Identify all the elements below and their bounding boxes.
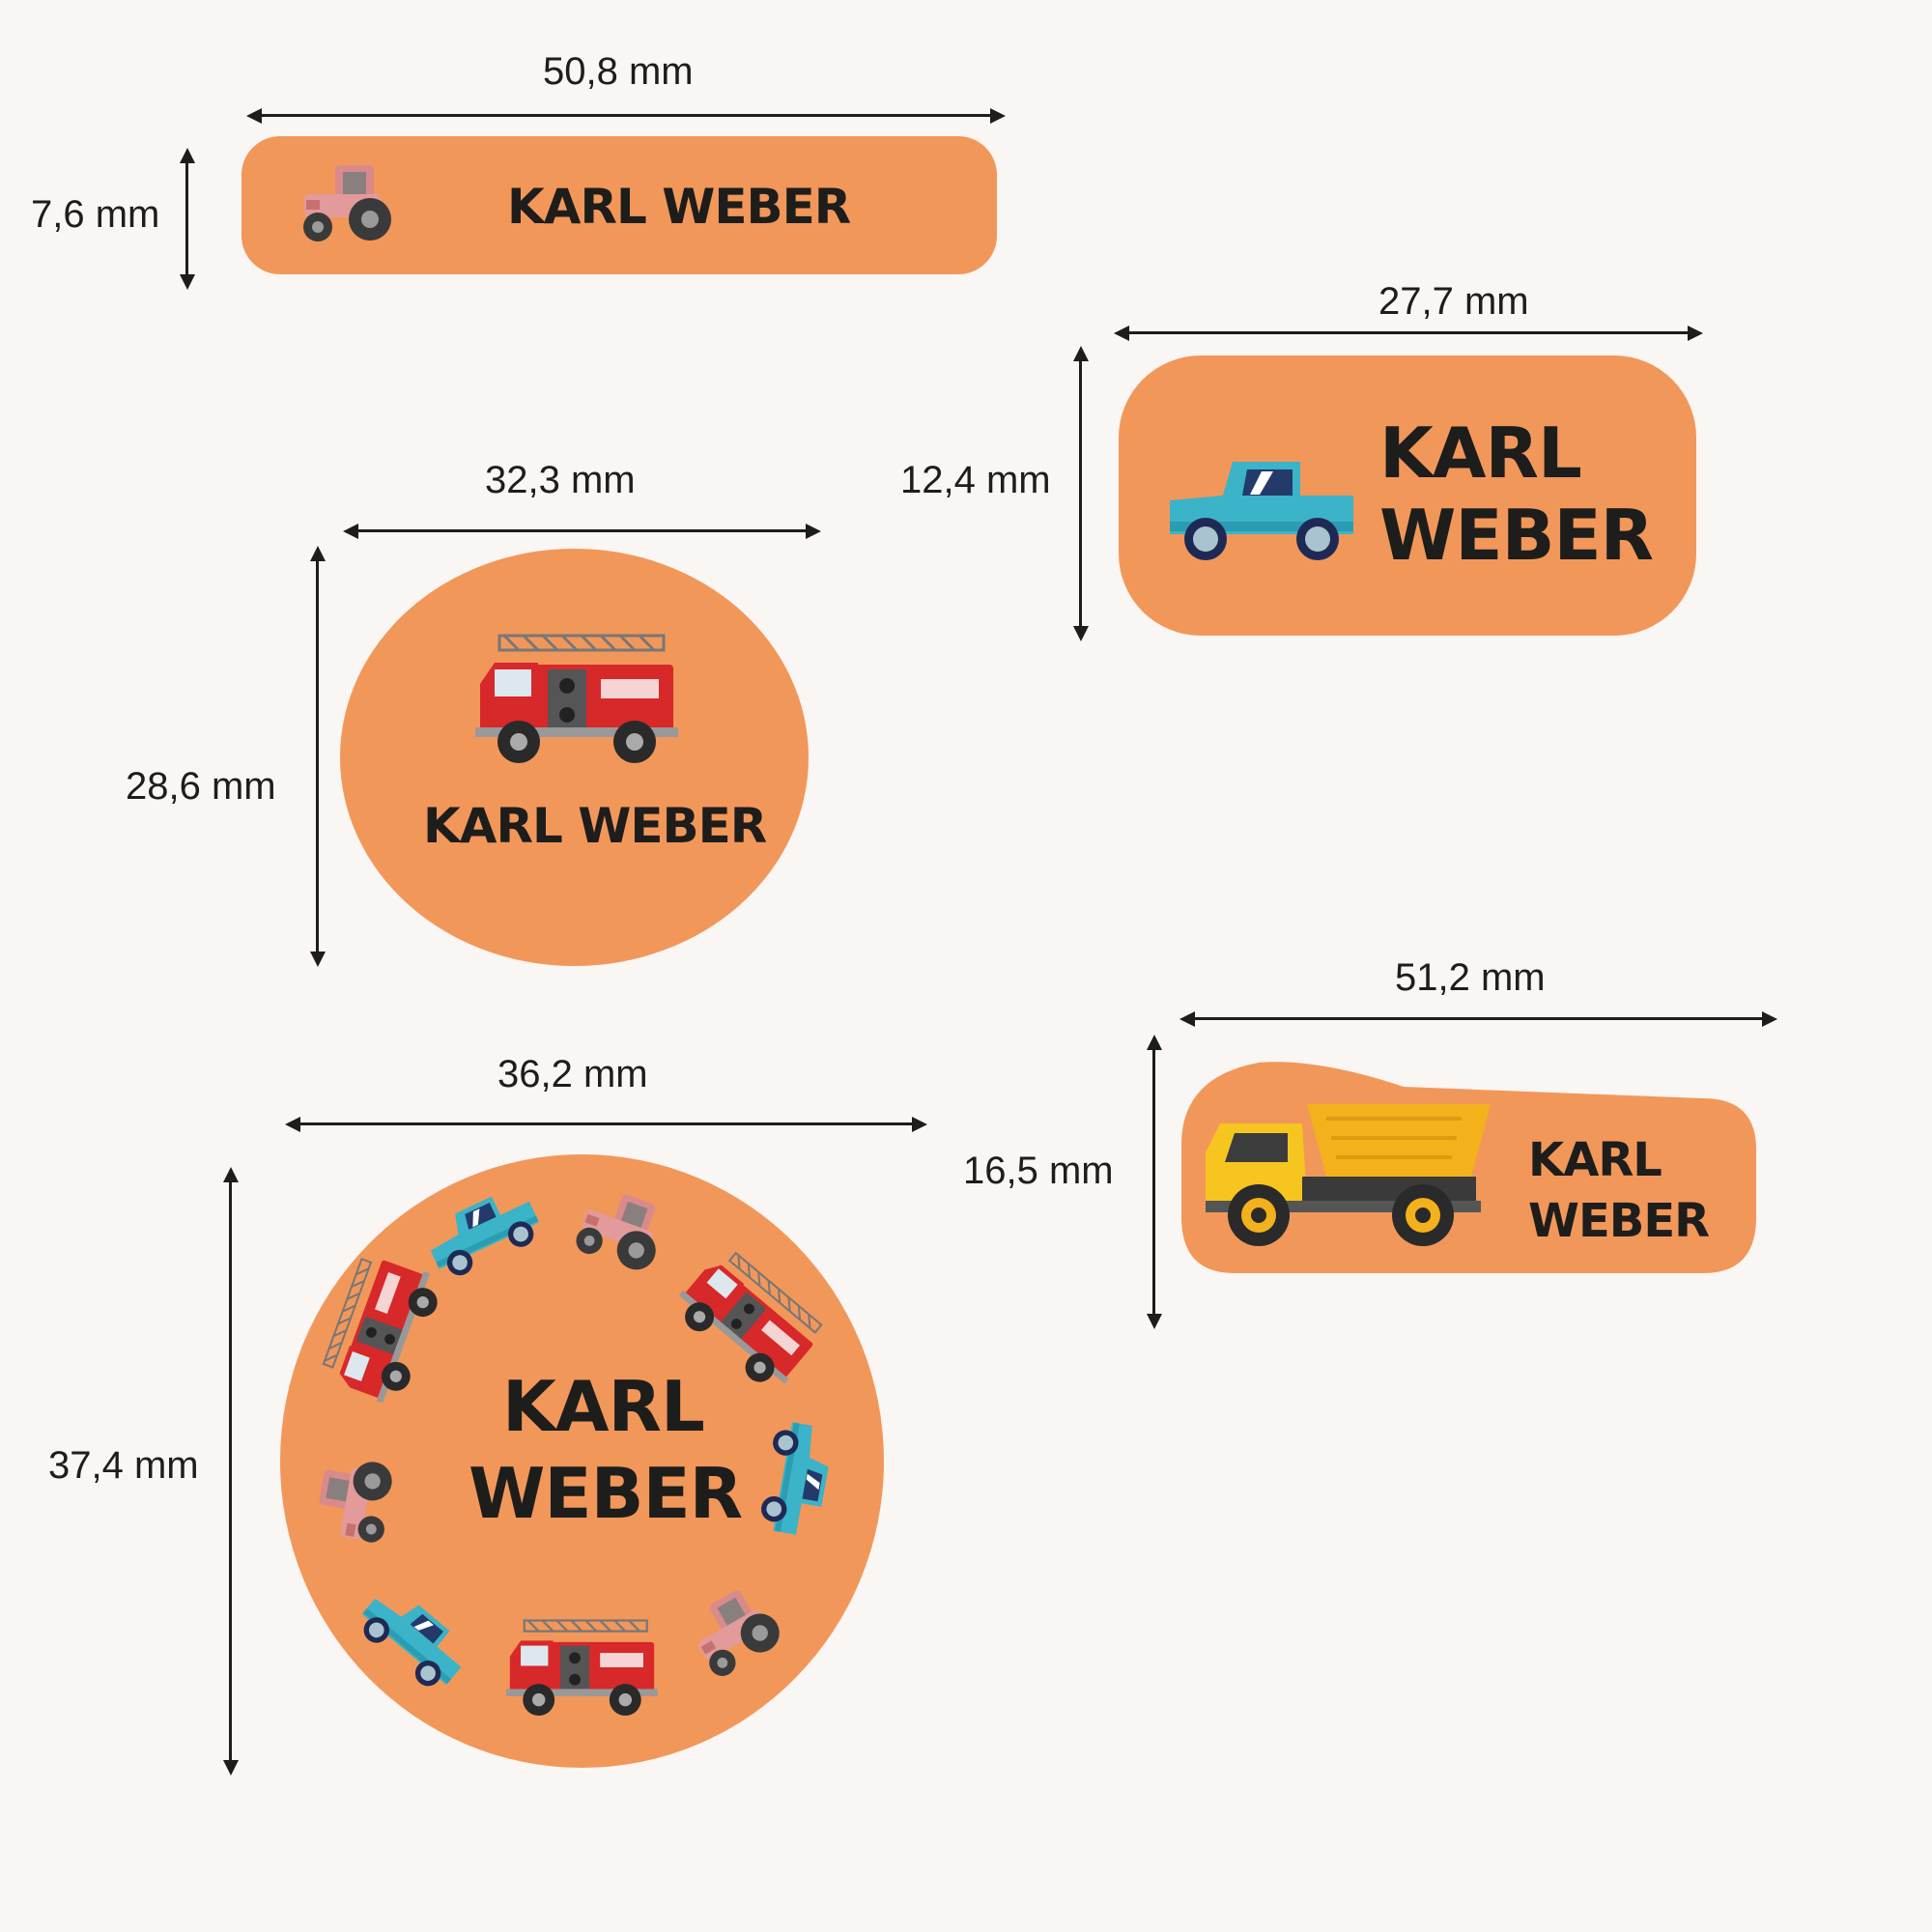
pickup-truck-icon [347,1575,480,1702]
height-text: 28,6 mm [126,765,276,808]
label-name-line1: KARL [502,1366,705,1447]
name-label-round: KARL WEBER [280,1154,884,1768]
pickup-truck-icon [753,1416,841,1543]
tractor-icon [295,157,401,244]
height-text: 37,4 mm [48,1444,199,1487]
name-label-rectangle: KARL WEBER [1119,355,1696,636]
fire-truck-icon [310,1244,452,1414]
height-text: 7,6 mm [31,193,160,236]
width-text: 32,3 mm [485,459,636,501]
fire-truck-icon [470,626,683,771]
name-label-small-strip: KARL WEBER [242,136,997,274]
label-name-line2: WEBER [469,1453,743,1534]
label-name-line2: WEBER [1379,495,1654,576]
label-name: KARL WEBER [507,179,851,235]
width-text: 50,8 mm [543,50,694,93]
height-text: 16,5 mm [963,1150,1114,1192]
height-text: 12,4 mm [900,459,1051,501]
tractor-icon [672,1570,796,1687]
dump-truck-icon [1201,1094,1500,1249]
tractor-icon [564,1174,682,1281]
label-name-line1: KARL [1379,412,1582,494]
width-text: 27,7 mm [1378,280,1529,323]
name-label-oval: KARL WEBER [340,549,809,966]
label-name: KARL WEBER [423,798,767,854]
width-text: 51,2 mm [1395,956,1546,999]
tractor-icon [305,1444,400,1553]
fire-truck-icon [502,1613,662,1721]
label-name-line1: KARL [1528,1133,1662,1187]
label-name-line2: WEBER [1528,1194,1710,1248]
pickup-truck-icon [1165,452,1358,568]
width-text: 36,2 mm [497,1053,648,1095]
